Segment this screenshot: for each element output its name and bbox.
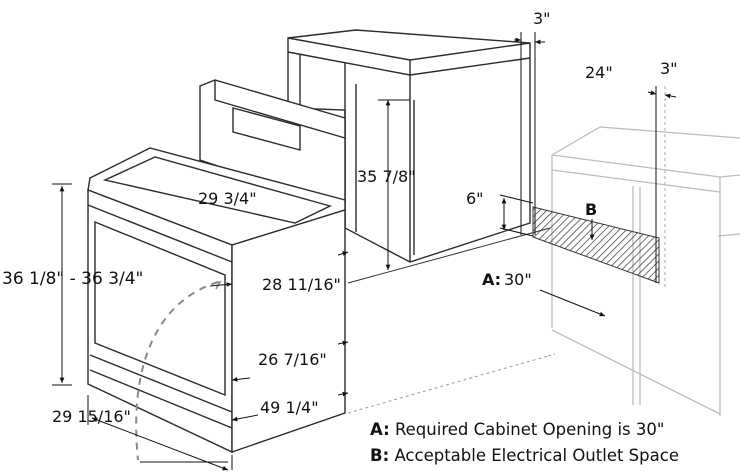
legend-b-key: B:: [370, 446, 390, 465]
legend-a-text: Required Cabinet Opening is 30": [394, 420, 665, 439]
legend-a-key: A:: [370, 420, 390, 439]
opening-value: 30": [504, 270, 532, 289]
dim-side-gap-right: 3": [660, 59, 678, 78]
left-cabinet: [287, 29, 531, 263]
legend-a: A: Required Cabinet Opening is 30": [370, 420, 664, 439]
dim-range-height: 36 1/8" - 36 3/4": [2, 269, 143, 289]
dimension-lines: [52, 32, 677, 471]
dim-side-gap-left: 3": [533, 9, 551, 28]
right-cabinet: [551, 126, 740, 416]
dim-cabinet-height: 35 7/8": [357, 167, 416, 186]
opening-label: A:: [482, 270, 501, 289]
dimension-labels: 3" 24" 3" 35 7/8" 6" B A: 30" 29 3/4" 36…: [2, 9, 678, 426]
dim-depth-24: 24": [585, 63, 613, 82]
outlet-space-label: B: [585, 200, 597, 219]
legend-b-text: Acceptable Electrical Outlet Space: [394, 446, 679, 465]
dim-depth-28: 28 11/16": [262, 275, 341, 294]
legend-b: B: Acceptable Electrical Outlet Space: [370, 446, 679, 465]
dim-cooktop-width: 29 3/4": [198, 189, 257, 208]
range-body: [87, 79, 346, 454]
dim-depth-49: 49 1/4": [260, 398, 319, 417]
outlet-zone: [532, 206, 660, 284]
dim-depth-26: 26 7/16": [258, 350, 327, 369]
dim-width-29: 29 15/16": [52, 407, 131, 426]
floor-lines: [347, 227, 556, 414]
dim-outlet-height: 6": [466, 189, 484, 208]
